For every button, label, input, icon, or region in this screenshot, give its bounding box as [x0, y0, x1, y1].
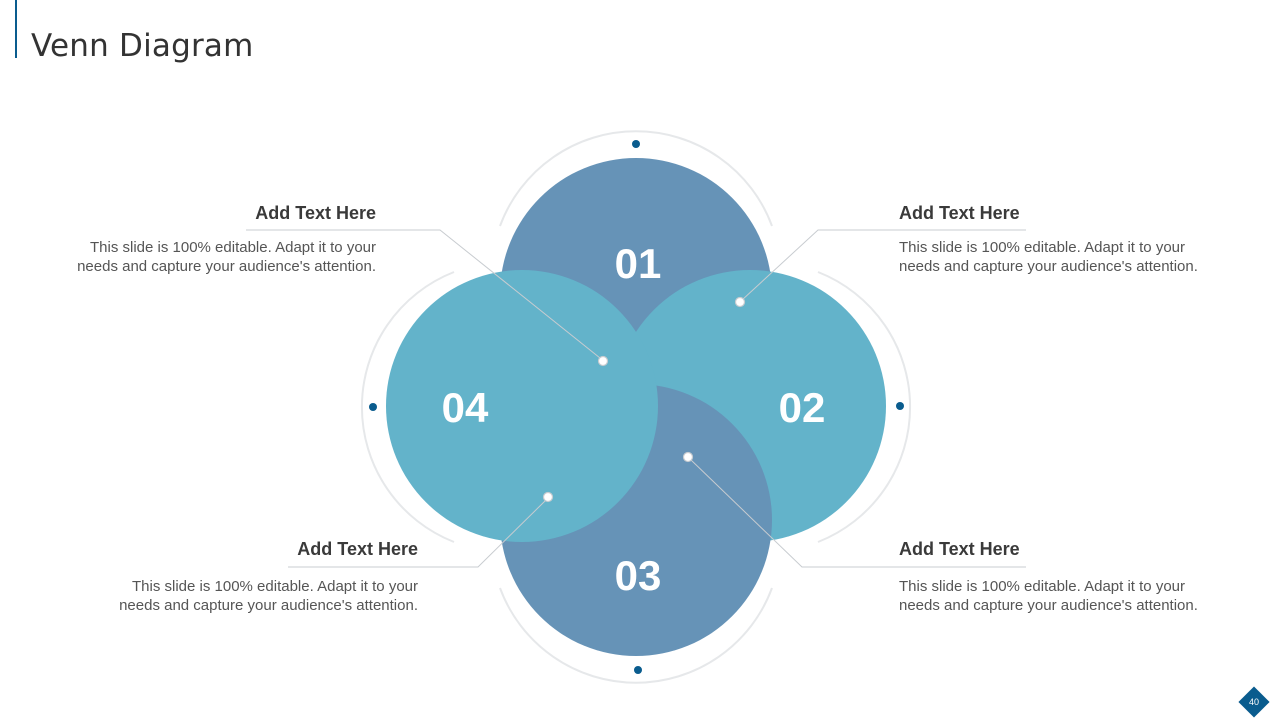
circle-label-02: 02 [779, 384, 826, 431]
callout-body-line: This slide is 100% editable. Adapt it to… [132, 578, 418, 595]
callout-body-line: This slide is 100% editable. Adapt it to… [90, 239, 376, 256]
outer-dot-top [632, 140, 640, 148]
callout-title: Add Text Here [297, 539, 418, 559]
callout-top-right: Add Text Here This slide is 100% editabl… [899, 203, 1259, 276]
connector-top-right [741, 229, 1026, 301]
callout-body-line: needs and capture your audience's attent… [899, 258, 1198, 275]
callout-title: Add Text Here [899, 203, 1020, 223]
callout-title: Add Text Here [255, 203, 376, 223]
callout-bottom-left: Add Text Here This slide is 100% editabl… [58, 539, 418, 615]
circle-label-01: 01 [615, 240, 662, 287]
connector-node-bottom-right [682, 451, 694, 463]
title-accent-bar [15, 0, 17, 58]
connector-node-top-right [734, 296, 746, 308]
outer-ring-left [360, 271, 455, 543]
callout-body-line: needs and capture your audience's attent… [77, 258, 376, 275]
callout-body-line: This slide is 100% editable. Adapt it to… [899, 578, 1185, 595]
slide-title: Venn Diagram [31, 28, 254, 64]
outer-ring-right [817, 271, 912, 543]
circle-label-03: 03 [615, 552, 662, 599]
outer-ring-bottom [499, 587, 773, 684]
callout-body-line: needs and capture your audience's attent… [899, 597, 1198, 614]
connector-top-left [246, 229, 601, 359]
callout-bottom-right: Add Text Here This slide is 100% editabl… [899, 539, 1259, 615]
connector-node-bottom-left [542, 491, 554, 503]
outer-dot-right [896, 402, 904, 410]
connector-node-top-left [597, 355, 609, 367]
outer-dot-bottom [634, 666, 642, 674]
page-number: 40 [1248, 697, 1259, 707]
callout-top-left: Add Text Here This slide is 100% editabl… [16, 203, 376, 276]
outer-dot-left [369, 403, 377, 411]
circle-label-04: 04 [442, 384, 489, 431]
outer-ring-top [499, 130, 773, 227]
callout-body-line: This slide is 100% editable. Adapt it to… [899, 239, 1185, 256]
callout-body-line: needs and capture your audience's attent… [119, 597, 418, 614]
venn-circle-04[interactable] [386, 270, 658, 542]
callout-title: Add Text Here [899, 539, 1020, 559]
connector-bottom-right [689, 458, 1026, 568]
connector-bottom-left [288, 499, 547, 568]
